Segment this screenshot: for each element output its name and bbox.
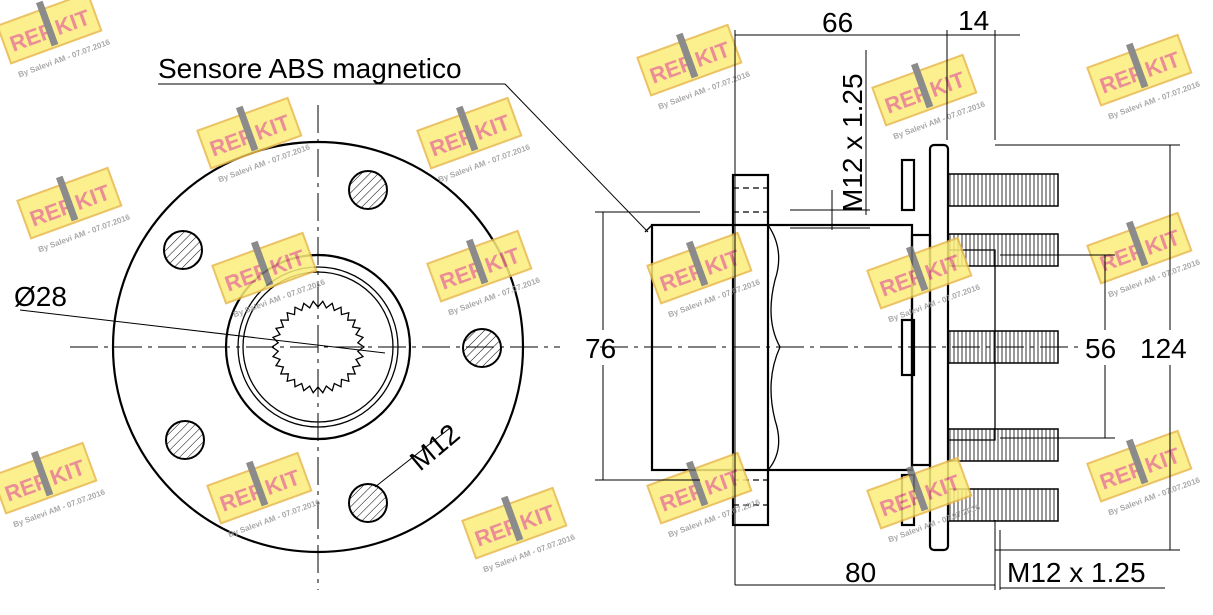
thread-top-label: M12 x 1.25	[837, 73, 868, 212]
dimensions	[19, 30, 1180, 590]
bolt-hole	[348, 483, 388, 523]
thread-bottom-label: M12 x 1.25	[1007, 557, 1146, 588]
side-view	[600, 143, 1080, 552]
front-view	[70, 105, 560, 590]
dim-80: 80	[845, 557, 876, 588]
dim-14: 14	[958, 5, 989, 36]
dim-66: 66	[822, 7, 853, 38]
wheel-stud	[947, 428, 1059, 462]
bolt-thread-label: M12	[404, 418, 466, 477]
wheel-stud	[947, 330, 1059, 364]
flange-outline	[111, 140, 525, 554]
diameter-label: Ø28	[14, 281, 67, 312]
dim-124: 124	[1140, 333, 1187, 364]
wheel-stud	[947, 173, 1059, 207]
abs-sensor-label: Sensore ABS magnetico	[158, 53, 462, 84]
dim-76: 76	[585, 333, 616, 364]
bolt-hole	[462, 328, 502, 368]
bolt-hole	[163, 230, 203, 270]
spline-bore	[270, 300, 366, 394]
dim-56: 56	[1085, 333, 1116, 364]
bolt-hole	[348, 170, 388, 210]
bolt-hole	[165, 420, 205, 460]
